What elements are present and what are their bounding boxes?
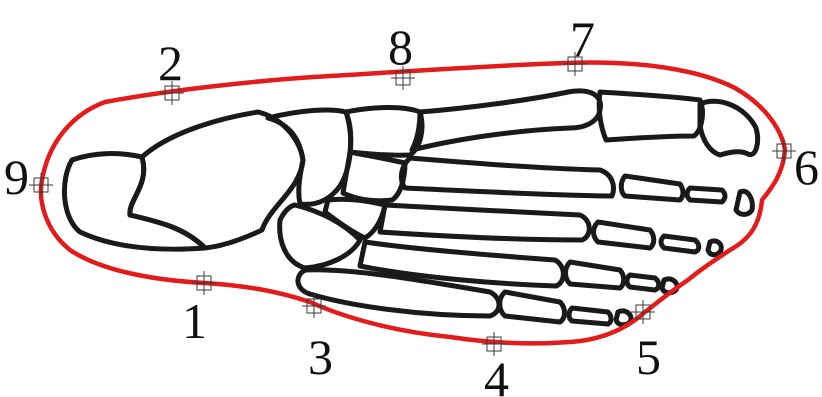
landmark-marker-1	[192, 271, 216, 295]
landmark-label-3: 3	[308, 329, 333, 385]
talus-bone	[130, 112, 303, 248]
metatarsal-3-bone	[380, 205, 589, 240]
phalanx-2-middle-bone	[687, 188, 725, 202]
foot-skeleton	[64, 91, 757, 325]
phalanx-1-proximal-bone	[599, 92, 702, 140]
landmark-label-8: 8	[388, 19, 413, 75]
phalanx-2-proximal-bone	[621, 176, 683, 200]
landmark-label-9: 9	[4, 149, 29, 205]
landmark-marker-9	[29, 173, 53, 197]
metatarsal-4-bone	[360, 242, 563, 286]
phalanx-3-distal-bone	[708, 241, 721, 255]
metatarsal-1-bone	[412, 91, 600, 150]
landmark-label-1: 1	[182, 293, 207, 349]
lateral-cuneiform-bone	[325, 199, 385, 238]
landmark-label-6: 6	[794, 139, 819, 195]
navicular-bone	[268, 110, 351, 204]
intermediate-cuneiform-bone	[343, 152, 405, 201]
phalanx-1-distal-bone	[700, 101, 758, 155]
phalanx-4-middle-bone	[627, 275, 659, 290]
phalanx-3-middle-bone	[661, 236, 699, 252]
landmark-label-7: 7	[570, 11, 595, 67]
phalanx-3-proximal-bone	[594, 222, 654, 248]
phalanx-4-proximal-bone	[566, 262, 624, 288]
landmark-marker-6	[772, 139, 796, 163]
landmark-label-5: 5	[636, 329, 661, 385]
phalanx-2-distal-bone	[736, 191, 752, 214]
landmark-label-2: 2	[158, 35, 183, 91]
phalanx-5-middle-bone	[569, 308, 611, 324]
foot-outline	[41, 62, 785, 343]
landmark-label-4: 4	[484, 351, 509, 397]
metatarsal-2-bone	[401, 158, 613, 196]
cuboid-bone	[280, 205, 360, 268]
phalanx-5-proximal-bone	[500, 292, 565, 322]
